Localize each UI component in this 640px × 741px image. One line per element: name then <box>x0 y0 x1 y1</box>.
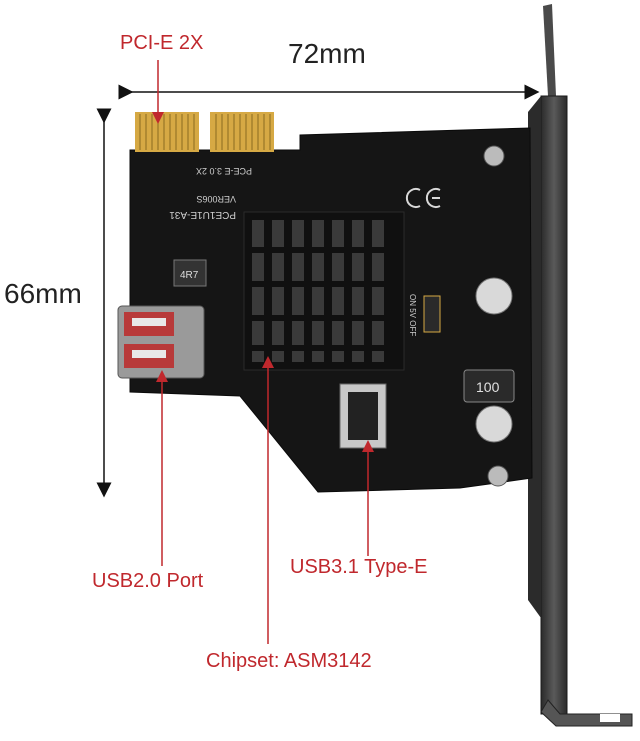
pcie-gold-fingers <box>135 112 274 152</box>
silkscreen-slot: PCE-E 3.0 2X <box>196 166 252 176</box>
chipset-label: Chipset: ASM3142 <box>206 650 372 672</box>
usb31-label: USB3.1 Type-E <box>290 556 428 578</box>
silkscreen-model: PCE1U1E-A31 <box>169 209 236 220</box>
pcie-label: PCI-E 2X <box>120 32 204 54</box>
usb2-port <box>117 305 205 379</box>
usb2-label: USB2.0 Port <box>92 570 204 592</box>
height-label: 66mm <box>4 278 82 309</box>
small-inductor-label: 4R7 <box>180 270 199 281</box>
inductor-label: 100 <box>476 379 500 395</box>
mounting-bracket <box>528 4 633 727</box>
capacitor-top <box>475 277 513 315</box>
power-jumper <box>423 295 441 333</box>
screw-bottom <box>487 465 509 487</box>
pcb-board: PCE-E 3.0 2X PCE1U1E-A31 VER006S <box>117 112 533 493</box>
inductor: 100 <box>463 369 515 403</box>
screw-top <box>483 145 505 167</box>
small-inductor: 4R7 <box>173 259 207 287</box>
usb31-type-e-connector <box>339 383 387 449</box>
heatsink <box>243 211 405 371</box>
ce-mark <box>405 188 441 208</box>
jumper-label: ON 5V OFF <box>408 294 417 336</box>
silkscreen-version: VER006S <box>196 194 236 204</box>
width-label: 72mm <box>288 38 366 69</box>
capacitor-bottom <box>475 405 513 443</box>
